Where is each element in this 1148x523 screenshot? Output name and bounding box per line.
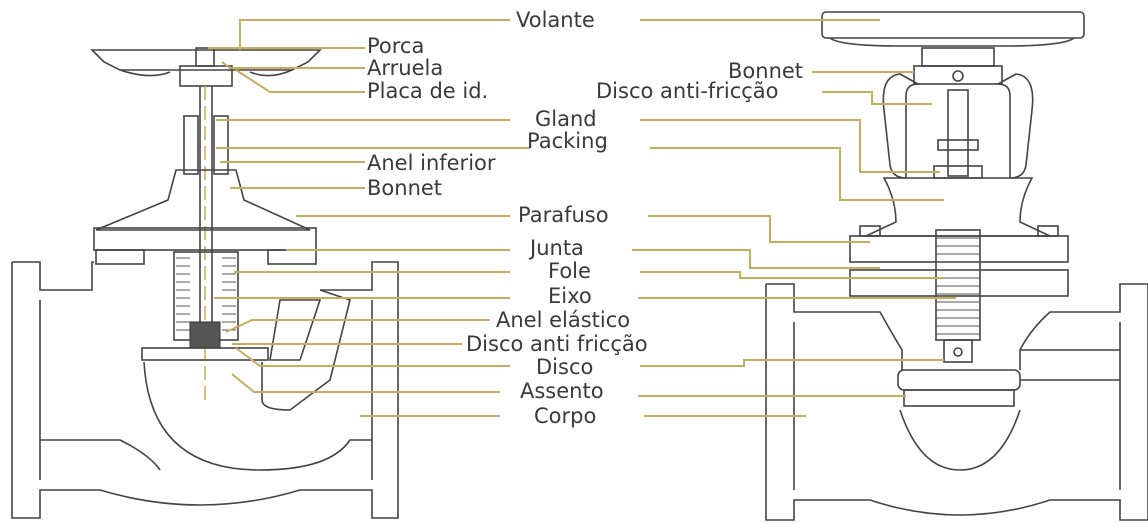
right-stem xyxy=(947,89,969,177)
label-arruela: Arruela xyxy=(367,56,443,80)
label-fole: Fole xyxy=(548,259,591,283)
right-seat xyxy=(903,389,1015,407)
right-yoke-left xyxy=(882,73,922,179)
leader-lines xyxy=(208,19,956,417)
right-disc xyxy=(897,369,1021,391)
label-anel-inferior: Anel inferior xyxy=(367,151,496,175)
left-body xyxy=(11,261,399,519)
label-disco: Disco xyxy=(536,355,593,379)
right-handwheel xyxy=(821,11,1085,39)
label-assento: Assento xyxy=(520,379,604,403)
right-bonnet xyxy=(865,177,1051,237)
left-bonnet xyxy=(95,169,311,231)
left-wheel-hub xyxy=(179,65,233,87)
label-volante: Volante xyxy=(516,8,595,32)
right-valve-drawing xyxy=(765,11,1148,521)
label-disco-anti-friccao-right: Disco anti-fricção xyxy=(596,79,779,103)
right-body xyxy=(765,283,1148,521)
right-bellows xyxy=(935,229,981,341)
label-packing: Packing xyxy=(527,129,608,153)
right-yoke-right xyxy=(994,73,1034,179)
label-eixo: Eixo xyxy=(548,284,592,308)
label-anel-elastico: Anel elástico xyxy=(496,308,630,332)
callout-labels: Volante Porca Arruela Placa de id. Gland… xyxy=(367,8,803,428)
label-junta: Junta xyxy=(528,236,584,260)
label-bonnet-right: Bonnet xyxy=(728,59,803,83)
label-gland: Gland xyxy=(535,107,597,131)
label-porca: Porca xyxy=(367,34,424,58)
left-valve-drawing xyxy=(11,47,399,519)
label-corpo: Corpo xyxy=(534,404,596,428)
label-bonnet-left: Bonnet xyxy=(367,176,442,200)
label-parafuso: Parafuso xyxy=(518,203,609,227)
label-disco-anti-friccao-mid: Disco anti fricção xyxy=(466,332,648,356)
left-bonnet-flange xyxy=(93,227,317,251)
label-placa-de-id: Placa de id. xyxy=(367,79,488,103)
